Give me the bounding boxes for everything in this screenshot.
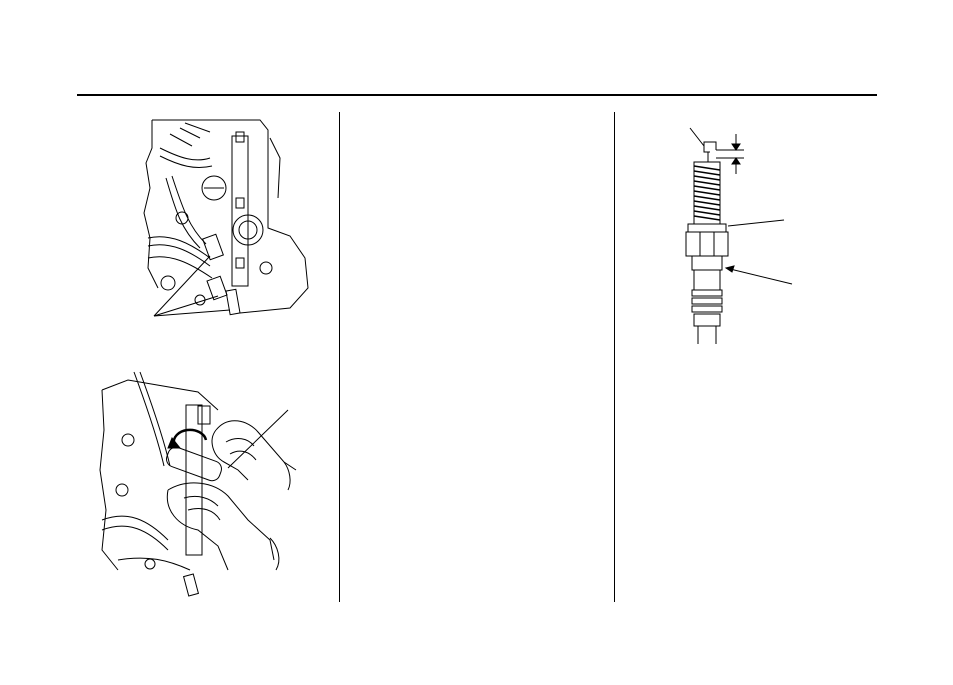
column-divider-right bbox=[614, 112, 615, 602]
column-divider-left bbox=[339, 112, 340, 602]
spark-plug-removal-illustration bbox=[98, 370, 298, 600]
spark-plug-gap-illustration bbox=[680, 124, 800, 349]
engine-ignition-coils-illustration bbox=[140, 118, 320, 328]
header-rule bbox=[77, 94, 877, 96]
